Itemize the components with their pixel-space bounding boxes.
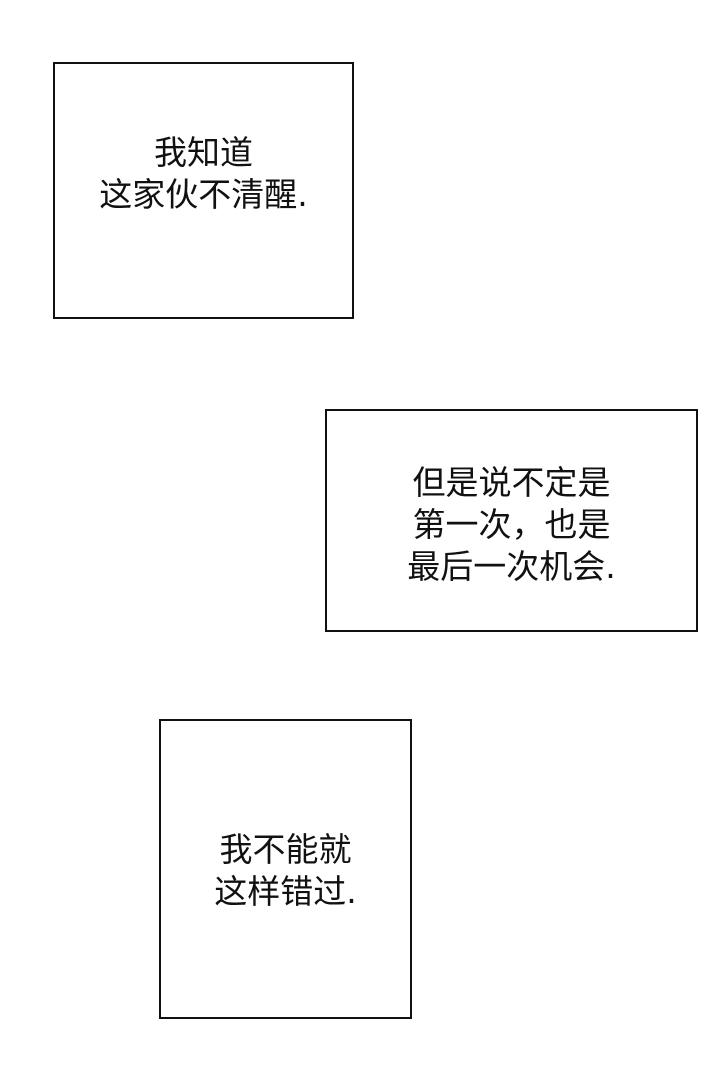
caption-text: 但是说不定是 第一次，也是 最后一次机会. bbox=[407, 462, 616, 588]
caption-line: 这家伙不清醒. bbox=[99, 174, 308, 214]
caption-line: 我不能就 bbox=[219, 830, 352, 869]
caption-line: 但是说不定是 bbox=[412, 462, 611, 502]
caption-text: 我知道 这家伙不清醒. bbox=[99, 132, 308, 216]
caption-line: 最后一次机会. bbox=[407, 546, 616, 586]
caption-line: 第一次，也是 bbox=[412, 504, 611, 544]
caption-box-2: 但是说不定是 第一次，也是 最后一次机会. bbox=[325, 409, 698, 632]
caption-box-3: 我不能就 这样错过. bbox=[159, 719, 412, 1019]
caption-line: 这样错过. bbox=[214, 872, 357, 911]
caption-line: 我知道 bbox=[154, 132, 253, 172]
caption-box-1: 我知道 这家伙不清醒. bbox=[53, 62, 354, 319]
caption-text: 我不能就 这样错过. bbox=[214, 829, 357, 913]
